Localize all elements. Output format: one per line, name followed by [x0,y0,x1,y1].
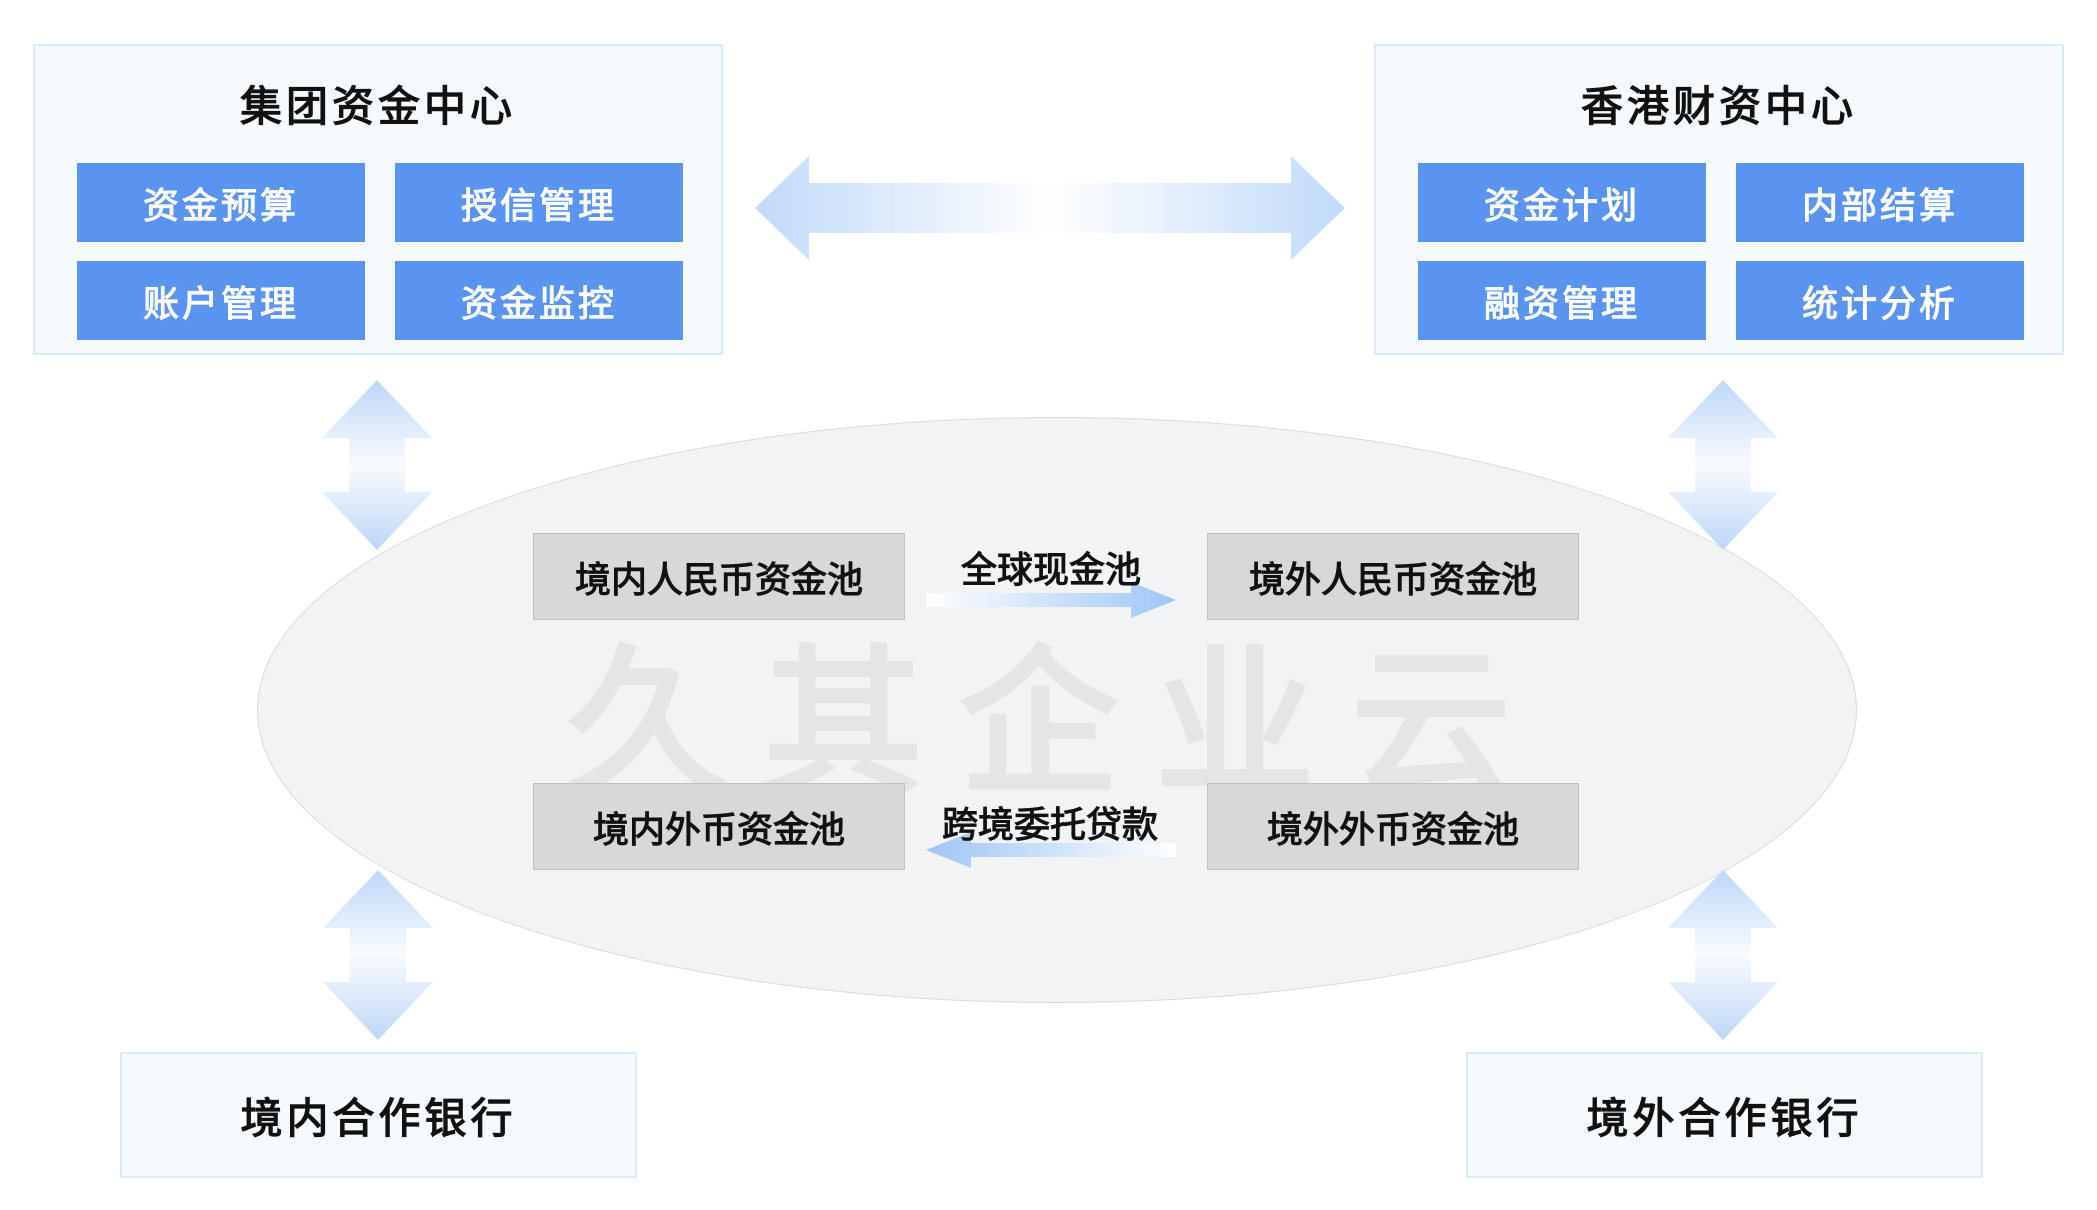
pool-domestic-fx: 境内外币资金池 [533,783,905,870]
module-statistics-analysis: 统计分析 [1736,261,2024,340]
pool-overseas-rmb: 境外人民币资金池 [1207,533,1579,620]
arrow-right-global-cash-pool-icon [926,582,1176,618]
module-funds-budget: 资金预算 [77,163,365,242]
module-funds-planning: 资金计划 [1418,163,1706,242]
label-cross-border-entrusted-loan: 跨境委托贷款 [941,804,1158,845]
panel-group-treasury-center: 集团资金中心 资金预算 授信管理 账户管理 资金监控 [33,44,723,355]
module-account-management: 账户管理 [77,261,365,340]
pool-overseas-fx: 境外外币资金池 [1207,783,1579,870]
bank-overseas-partner: 境外合作银行 [1466,1052,1983,1178]
hk-center-title: 香港财资中心 [1580,83,1857,130]
module-funds-monitoring: 资金监控 [395,261,683,340]
bidirectional-arrow-group-hk-icon [755,156,1345,260]
bidirectional-arrow-ellipse-overseas-bank-icon [1668,870,1778,1040]
bidirectional-arrow-group-ellipse-icon [322,380,432,550]
global-cash-pool-ellipse: 久其企业云 [257,417,1857,1003]
group-center-title: 集团资金中心 [239,83,516,130]
bank-domestic-partner: 境内合作银行 [120,1052,637,1178]
bidirectional-arrow-ellipse-domestic-bank-icon [323,870,433,1040]
pool-domestic-rmb: 境内人民币资金池 [533,533,905,620]
module-credit-management: 授信管理 [395,163,683,242]
panel-hongkong-treasury-center: 香港财资中心 资金计划 内部结算 融资管理 统计分析 [1374,44,2064,355]
arrow-left-cross-border-loan-icon [926,832,1176,868]
module-financing-management: 融资管理 [1418,261,1706,340]
bidirectional-arrow-hk-ellipse-icon [1668,380,1778,550]
module-internal-settlement: 内部结算 [1736,163,2024,242]
label-global-cash-pool: 全球现金池 [960,549,1141,590]
